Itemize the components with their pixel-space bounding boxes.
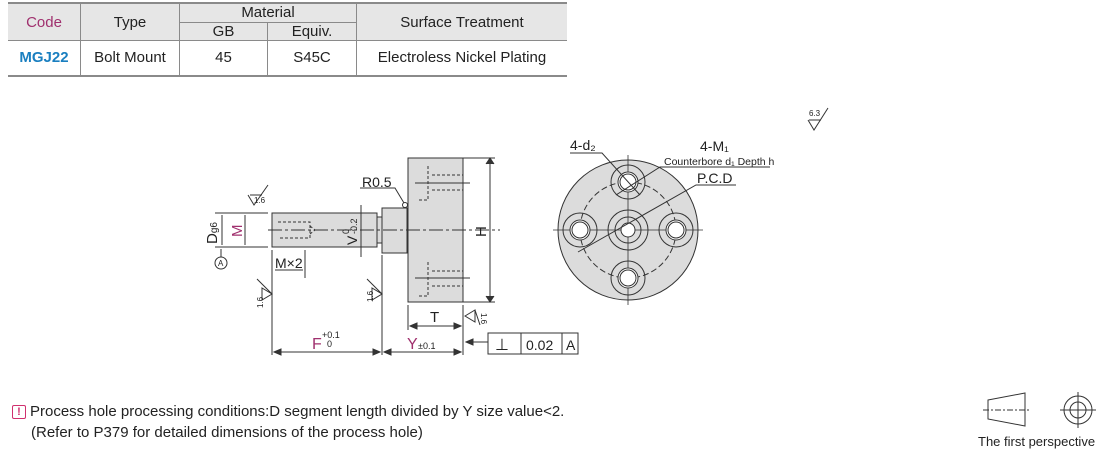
roughness-label: 1.6 <box>479 313 488 325</box>
d-label: D <box>204 233 221 244</box>
svg-text:Dg6: Dg6 <box>204 222 221 244</box>
spec-table: Code Type Material Surface Treatment GB … <box>8 2 567 77</box>
mx2-label: M×2 <box>275 255 303 271</box>
process-note: ! Process hole processing conditions:D se… <box>12 401 564 443</box>
header-equiv: Equiv. <box>267 22 357 41</box>
header-material: Material <box>179 3 357 23</box>
roughness-label: 1.6 <box>366 290 375 302</box>
f-label: F <box>312 336 322 353</box>
header-gb: GB <box>179 22 268 41</box>
perspective-label: The first perspective <box>978 434 1096 449</box>
table-row: MGJ22 Bolt Mount 45 S45C Electroless Nic… <box>8 40 567 76</box>
d-tol: g6 <box>209 222 220 234</box>
m-label: M <box>229 225 246 238</box>
cell-code: MGJ22 <box>19 49 69 67</box>
f-tol-up: +0.1 <box>322 330 340 340</box>
tolerance-value: 0.02 <box>526 337 553 353</box>
d2-label: 4-d₂ <box>570 137 596 153</box>
v-tol-low: -0.2 <box>349 218 359 234</box>
side-view: 1.6 1.6 1.6 1.6 6.3 R0.5 Dg6 M A M×2 V 0… <box>204 107 829 356</box>
cell-gb: 45 <box>179 40 268 76</box>
note-line-1: Process hole processing conditions:D seg… <box>30 403 565 420</box>
first-angle-projection-icon <box>983 392 1096 428</box>
perpendicularity-symbol: ⊥ <box>495 337 509 354</box>
roughness-main-label: 6.3 <box>809 109 821 118</box>
cell-type: Bolt Mount <box>80 40 180 76</box>
f-tol-low: 0 <box>327 339 332 349</box>
v-tol-up: 0 <box>341 229 351 234</box>
roughness-label: 1.6 <box>254 196 266 205</box>
header-surface: Surface Treatment <box>356 3 567 41</box>
roughness-label: 1.6 <box>256 296 265 308</box>
y-label: Y <box>407 336 418 353</box>
pcd-label: P.C.D <box>697 170 733 186</box>
t-label: T <box>430 309 439 326</box>
datum-label: A <box>218 259 224 268</box>
header-type: Type <box>80 3 180 41</box>
cell-surface: Electroless Nickel Plating <box>356 40 567 76</box>
header-code: Code <box>8 3 81 41</box>
y-tol: ±0.1 <box>418 341 435 351</box>
v-label: V <box>344 235 360 245</box>
m1-label: 4-M₁ <box>700 138 729 154</box>
h-label: H <box>473 226 490 237</box>
cell-equiv: S45C <box>267 40 357 76</box>
front-view: 4-d₂ 4-M₁ Counterbore d₁ Depth h P.C.D <box>553 137 775 305</box>
r05-label: R0.5 <box>362 174 392 190</box>
note-line-2: (Refer to P379 for detailed dimensions o… <box>31 424 423 441</box>
tolerance-datum: A <box>566 337 576 353</box>
counterbore-label: Counterbore d₁ Depth h <box>664 156 775 168</box>
warning-icon: ! <box>12 405 26 419</box>
